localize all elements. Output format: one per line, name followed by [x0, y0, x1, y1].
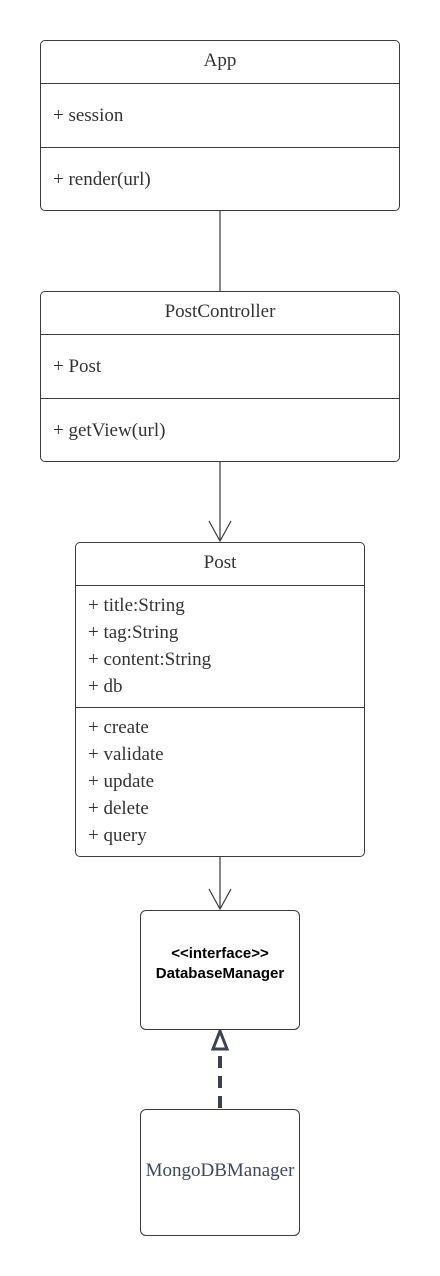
- interface-databasemanager[interactable]: <<interface>> DatabaseManager: [140, 910, 300, 1030]
- interface-name: DatabaseManager: [155, 965, 285, 982]
- operation: + validate: [88, 744, 164, 765]
- attribute: + title:String: [88, 595, 185, 616]
- class-postcontroller-operations: + getView(url): [41, 399, 399, 461]
- attribute: + content:String: [88, 649, 212, 670]
- class-mongodbmanager-name: MongoDBManager: [145, 1160, 295, 1181]
- operation: + update: [88, 771, 155, 792]
- realization-arrowhead: [210, 1026, 230, 1051]
- operation: + query: [88, 825, 147, 846]
- attribute: + session: [53, 105, 124, 126]
- class-post-name: Post: [76, 543, 364, 586]
- interface-stereotype: <<interface>>: [171, 945, 269, 962]
- class-postcontroller-name: PostController: [41, 292, 399, 335]
- class-app[interactable]: App + session + render(url): [40, 40, 400, 211]
- operation: + delete: [88, 798, 149, 819]
- class-postcontroller-attributes: + Post: [41, 335, 399, 399]
- class-app-operations: + render(url): [41, 148, 399, 210]
- operation: + render(url): [53, 169, 151, 190]
- open-arrowhead-databasemanager: [208, 888, 232, 911]
- class-app-attributes: + session: [41, 84, 399, 148]
- class-app-name: App: [41, 41, 399, 84]
- class-post-operations: + create + validate + update + delete + …: [76, 708, 364, 856]
- class-mongodbmanager[interactable]: MongoDBManager: [140, 1109, 300, 1236]
- operation: + getView(url): [53, 420, 166, 441]
- class-post-attributes: + title:String + tag:String + content:St…: [76, 586, 364, 708]
- attribute: + tag:String: [88, 622, 179, 643]
- attribute: + Post: [53, 356, 102, 377]
- open-arrowhead-post: [208, 520, 232, 543]
- class-post[interactable]: Post + title:String + tag:String + conte…: [75, 542, 365, 857]
- operation: + create: [88, 717, 149, 738]
- class-postcontroller[interactable]: PostController + Post + getView(url): [40, 291, 400, 462]
- attribute: + db: [88, 676, 123, 697]
